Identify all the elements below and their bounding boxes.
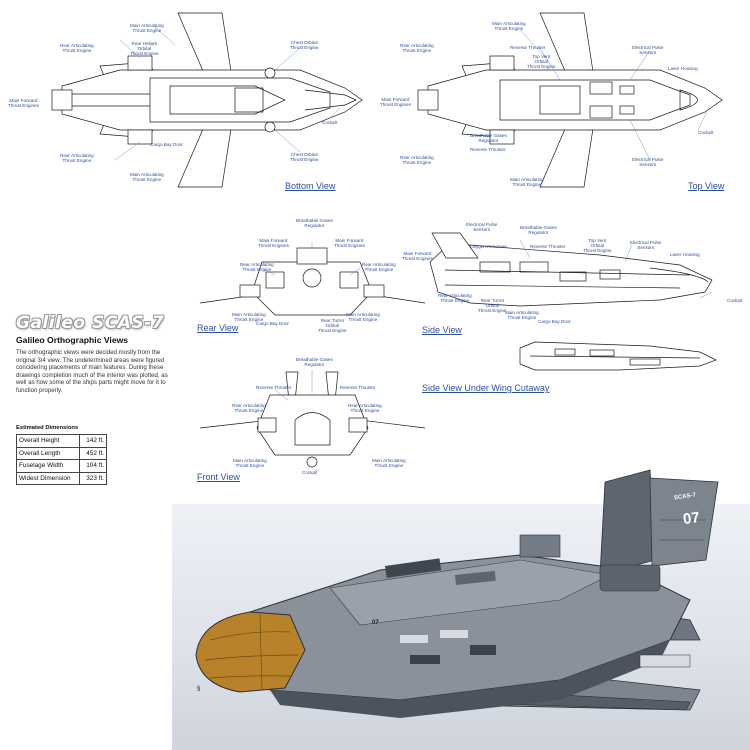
front-label-2: Reverse Thruster xyxy=(256,385,292,390)
front-label-1: Breathable Gases Regulator xyxy=(296,357,333,368)
top-label-4: Rear Articulating Thrust Engine xyxy=(400,43,434,54)
front-label-3: Reverse Thruster xyxy=(340,385,376,390)
rear-label-3: Main Forward Thrust Engines xyxy=(334,238,365,249)
rear-label-6: Main Articulating Thrust Engine xyxy=(232,312,266,323)
bottom-label-10: Main Articulating Thrust Engine xyxy=(130,172,164,183)
description-text: The orthographic views were decided most… xyxy=(16,349,168,394)
bottom-label-7: Cargo Bay Door xyxy=(150,142,183,147)
top-label-3: Top Vent Orbital Thrust Engine xyxy=(527,54,556,70)
bottom-label-1: Main Articulating Thrust Engine xyxy=(130,23,164,34)
dimension-value: 323 ft. xyxy=(79,471,107,485)
front-label-5: Rear Articulating Thrust Engine xyxy=(348,403,382,414)
rear-label-5: Rear Articulating Thrust Engine xyxy=(362,262,396,273)
bottom-label-6: Cockpit xyxy=(322,120,338,125)
top-label-2: Reverse Thruster xyxy=(510,45,546,50)
side-label-12: Main Articulating Thrust Engine xyxy=(505,310,539,321)
table-row: Overall Length 452 ft. xyxy=(16,446,107,460)
bottom-view-title: Bottom View xyxy=(285,181,336,191)
side-label-5: Reverse Thruster xyxy=(530,244,566,249)
bottom-label-5: Main Forward Thrust Engines xyxy=(8,98,39,109)
hull-number-small: 07 xyxy=(372,620,379,626)
bottom-label-4: Chest Orbital Thrust Engine xyxy=(290,40,319,51)
rear-label-4: Rear Articulating Thrust Engine xyxy=(240,262,274,273)
rear-label-7: Rear Turret Orbital Thrust Engine xyxy=(318,318,347,334)
bottom-label-9: Chest Orbital Thrust Engine xyxy=(290,152,319,163)
front-label-7: Main Articulating Thrust Engine xyxy=(372,458,406,469)
top-label-7: Main Forward Thrust Engines xyxy=(380,97,411,108)
rear-view-title: Rear View xyxy=(197,323,239,333)
rear-label-9: Cargo Bay Door xyxy=(256,321,289,326)
table-row: Overall Height 142 ft. xyxy=(16,434,107,448)
svg-text:§: § xyxy=(197,686,200,692)
side-label-13: Cargo Bay Door xyxy=(538,319,571,324)
side-label-4: Oxygen Reserves xyxy=(470,244,507,249)
rear-label-1: Breathable Gases Regulator xyxy=(296,218,333,229)
rear-label-2: Main Forward Thrust Engines xyxy=(258,238,289,249)
side-label-3: Main Forward Thrust Engines xyxy=(402,251,433,262)
table-row: Widest Dimension 323 ft. xyxy=(16,471,107,485)
top-label-13: Main Articulating Thrust Engine xyxy=(510,177,544,188)
side-label-8: Laser Housing xyxy=(670,252,700,257)
hull-number: 07 xyxy=(681,508,701,529)
top-label-12: Electrical Pulse Sensors xyxy=(632,157,664,168)
bottom-label-8: Rear Articulating Thrust Engine xyxy=(60,153,94,164)
side-label-10: Rear Articulating Thrust Engine xyxy=(438,293,472,304)
side-cutaway-title: Side View Under Wing Cutaway xyxy=(422,383,550,393)
side-label-2: Breathable Gases Regulator xyxy=(520,225,557,236)
side-label-11: Rear Turret Orbital Thrust Engine xyxy=(478,298,507,314)
top-label-9: Breathable Gases Regulator xyxy=(470,133,507,144)
top-label-5: Electrical Pulse Sensors xyxy=(632,45,664,56)
side-view-title: Side View xyxy=(422,325,462,335)
dimensions-heading: Estimated Dimensions xyxy=(16,425,79,431)
front-label-4: Rear Articulating Thrust Engine xyxy=(232,403,266,414)
dimensions-table: Overall Height 142 ft. Overall Length 45… xyxy=(16,434,107,485)
top-label-10: Reverse Thruster xyxy=(470,147,506,152)
side-label-1: Electrical Pulse Sensors xyxy=(466,222,498,233)
top-label-6: Laser Housing xyxy=(668,66,698,71)
front-view-title: Front View xyxy=(197,472,240,482)
side-label-7: Electrical Pulse Sensors xyxy=(630,240,662,251)
front-label-8: Cockpit xyxy=(302,470,318,475)
top-view-title: Top View xyxy=(688,181,725,191)
side-label-6: Top Vent Orbital Thrust Engine xyxy=(583,238,612,254)
side-label-9: Cockpit xyxy=(727,298,743,303)
top-label-8: Cockpit xyxy=(698,130,714,135)
top-label-11: Rear Articulating Thrust Engine xyxy=(400,155,434,166)
top-label-1: Main Articulating Thrust Engine xyxy=(492,21,526,32)
bottom-label-2: Rear Heliark Orbital Thrust Engine xyxy=(130,41,159,57)
section-heading: Galileo Orthographic Views xyxy=(16,335,129,345)
rear-label-8: Main Articulating Thrust Engine xyxy=(346,312,380,323)
ship-logo-title: Galileo SCAS-7 xyxy=(16,313,165,333)
bottom-label-3: Rear Articulating Thrust Engine xyxy=(60,43,94,54)
front-label-6: Main Articulating Thrust Engine xyxy=(233,458,267,469)
